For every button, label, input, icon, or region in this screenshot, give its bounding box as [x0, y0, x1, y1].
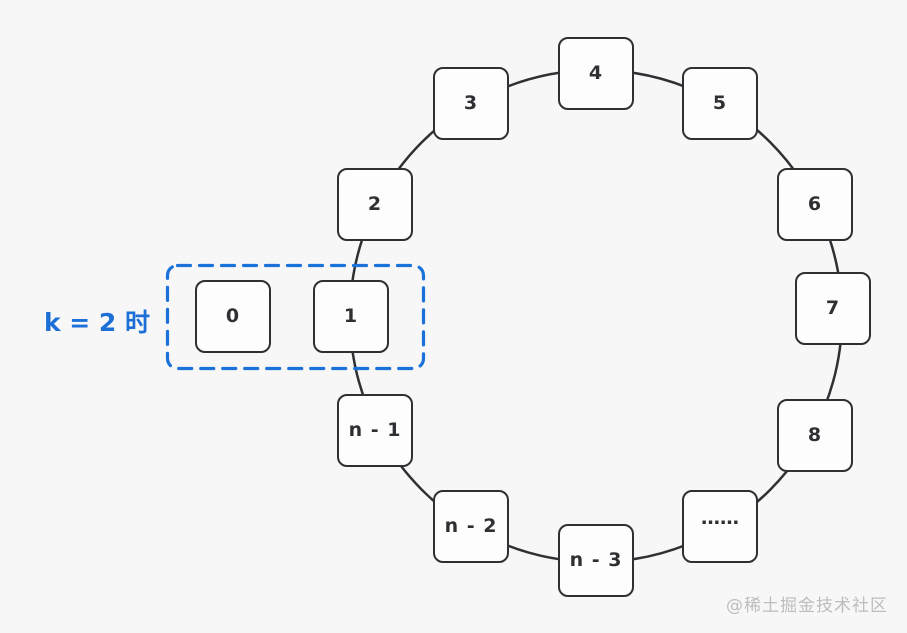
node-label: 7 — [825, 297, 841, 319]
node-label: 0 — [225, 305, 241, 327]
node-1: 1 — [313, 279, 389, 353]
selection-annotation-label: k = 2 时 — [43, 308, 151, 337]
node-3: 3 — [433, 66, 509, 140]
node-8: 8 — [777, 398, 853, 472]
node-0: 0 — [195, 279, 271, 353]
node-label: n - 1 — [348, 419, 402, 441]
node-label: 1 — [343, 305, 359, 327]
node-2: 2 — [337, 167, 413, 241]
node-4: 4 — [558, 36, 634, 110]
node-5: 5 — [682, 66, 758, 140]
node-7: 7 — [795, 271, 871, 345]
node-label: 5 — [712, 92, 728, 114]
node-n-2: n - 2 — [433, 489, 509, 563]
node-label: 4 — [588, 62, 604, 84]
node-n-3: n - 3 — [558, 523, 634, 597]
node-label: n - 3 — [569, 549, 623, 571]
node-label: 6 — [807, 193, 823, 215]
node-label: 2 — [367, 193, 383, 215]
watermark-text: @稀土掘金技术社区 — [726, 596, 888, 616]
node-label: n - 2 — [444, 515, 498, 537]
node-ellipsis: …… — [682, 489, 758, 563]
node-label: …… — [701, 507, 739, 529]
node-label: 3 — [463, 92, 479, 114]
node-n-1: n - 1 — [337, 393, 413, 467]
selection-box — [165, 263, 426, 371]
node-label: 8 — [807, 424, 823, 446]
node-6: 6 — [777, 167, 853, 241]
